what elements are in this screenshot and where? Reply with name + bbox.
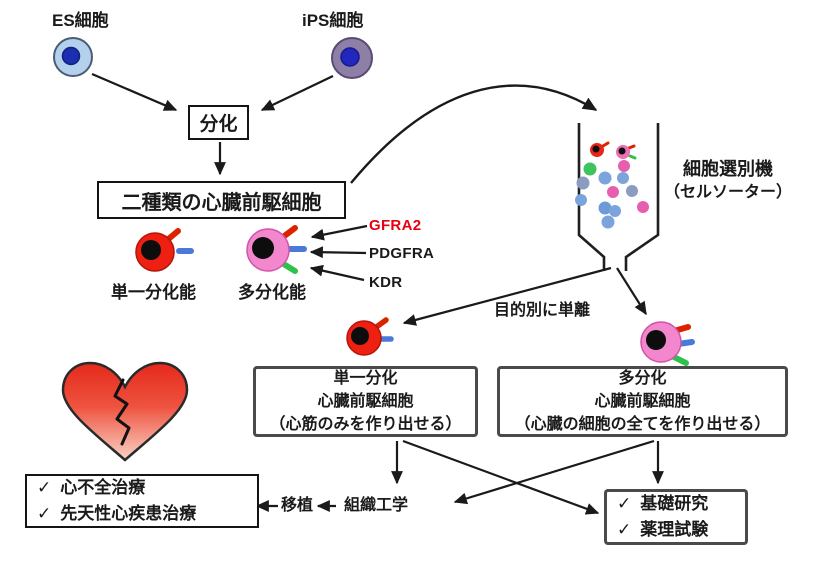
check-icon: ✓: [617, 520, 632, 539]
multipotent-box-line2: 心臓前駆細胞: [594, 393, 691, 410]
therapy-item-label: 先天性心疾患治療: [60, 504, 197, 523]
arrow-kdr-to-receptor: [309, 264, 365, 282]
ips-cell-label: iPS細胞: [302, 11, 364, 30]
arrow-sorter-to-multipotent: [616, 267, 647, 316]
arrow-multipotentbox-to-tissue: [453, 439, 655, 505]
cell-dot: [637, 201, 649, 213]
research-item-label: 薬理試験: [640, 520, 709, 539]
research-item: ✓ 基礎研究: [617, 491, 708, 517]
check-icon: ✓: [37, 478, 52, 497]
cell-dot: [592, 145, 600, 153]
unipotent-box-line1: 単一分化: [333, 370, 398, 387]
marker-kdr-label: KDR: [369, 274, 403, 291]
arrow-es-to-differentiation: [91, 72, 178, 112]
isolate-label: 目的別に単離: [494, 302, 591, 319]
unipotent-progenitor-box: 単一分化 心臓前駆細胞 （心筋のみを作り出せる）: [253, 366, 478, 437]
heart-crack: [113, 378, 131, 446]
arrow-ips-to-differentiation: [260, 75, 334, 111]
multipotent-cell-icon: [246, 225, 307, 274]
transplant-label: 移植: [281, 497, 314, 514]
unipotent-box-line3: （心筋のみを作り出せる）: [269, 416, 462, 433]
arrow-progenitors-to-sorter: [350, 84, 598, 184]
cell-dot: [598, 171, 612, 185]
arrow-sorter-to-unipotent: [402, 266, 612, 326]
cell-dot: [575, 194, 587, 206]
sorted-multipotent-cell-icon: [640, 321, 695, 366]
cell-dot: [601, 215, 615, 229]
cell-sorter-label-line2: （セルソーター）: [663, 184, 792, 201]
sorted-unipotent-cell-icon: [346, 317, 394, 356]
multipotent-label: 多分化能: [238, 283, 306, 302]
cell-sorter-label-line1: 細胞選別機: [683, 159, 773, 179]
research-box: ✓ 基礎研究 ✓ 薬理試験: [604, 489, 748, 545]
cell-dot: [598, 201, 612, 215]
unipotent-label: 単一分化能: [111, 283, 196, 302]
tissue-engineering-label: 組織工学: [344, 497, 409, 514]
two-types-box: 二種類の心臓前駆細胞: [97, 181, 346, 219]
cell-dot: [601, 141, 610, 148]
research-item: ✓ 薬理試験: [617, 517, 708, 543]
arrow-unipotentbox-to-research: [402, 439, 600, 515]
cell-dot: [617, 172, 629, 184]
two-types-label: 二種類の心臓前駆細胞: [121, 191, 322, 214]
cell-dot: [609, 205, 621, 217]
therapy-box: ✓ 心不全治療 ✓ 先天性心疾患治療: [25, 474, 259, 528]
differentiation-label: 分化: [199, 114, 238, 135]
es-cell-label: ES細胞: [52, 11, 109, 30]
cell-dot: [627, 144, 636, 150]
multipotent-progenitor-box: 多分化 心臓前駆細胞 （心臓の細胞の全てを作り出せる）: [497, 366, 788, 437]
ips-cell-icon: [331, 37, 373, 79]
unipotent-cell-icon: [135, 228, 194, 272]
sorter-cells-mix: [575, 141, 649, 229]
es-cell-icon: [53, 37, 93, 77]
check-icon: ✓: [617, 494, 632, 513]
arrow-pdgfra-to-receptor: [309, 246, 367, 259]
multipotent-box-line3: （心臓の細胞の全てを作り出せる）: [514, 416, 771, 433]
cell-dot: [626, 185, 638, 197]
broken-heart-icon: [61, 361, 189, 462]
cell-dot: [583, 162, 597, 176]
cell-sorter-funnel-icon: [577, 123, 660, 271]
research-item-label: 基礎研究: [640, 494, 709, 513]
cell-dot: [576, 176, 590, 190]
therapy-item: ✓ 先天性心疾患治療: [37, 501, 196, 527]
therapy-item-label: 心不全治療: [60, 478, 146, 497]
cell-dot: [628, 154, 637, 160]
multipotent-box-line1: 多分化: [618, 370, 667, 387]
unipotent-box-line2: 心臓前駆細胞: [317, 393, 414, 410]
marker-gfra2-label: GFRA2: [369, 217, 422, 234]
cell-sorter-label: 細胞選別機 （セルソーター）: [648, 158, 808, 204]
cell-dot: [618, 160, 630, 172]
marker-pdgfra-label: PDGFRA: [369, 245, 435, 262]
therapy-item: ✓ 心不全治療: [37, 475, 145, 501]
cell-dot: [618, 147, 626, 155]
cell-dot: [607, 186, 619, 198]
differentiation-box: 分化: [188, 105, 249, 140]
check-icon: ✓: [37, 504, 52, 523]
arrow-gfra2-to-receptor: [310, 224, 368, 241]
